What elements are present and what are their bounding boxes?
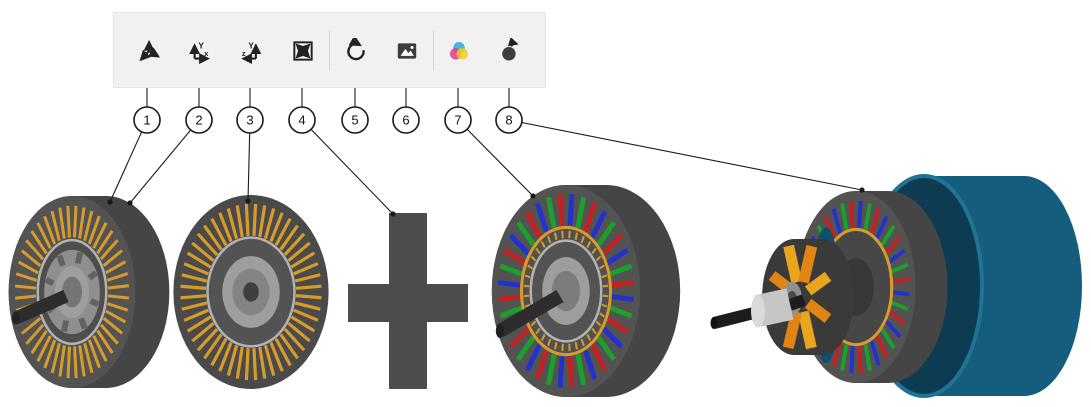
callout-circle xyxy=(288,106,316,134)
callout-circle xyxy=(185,106,213,134)
leader-dot xyxy=(107,199,113,205)
annotation-callout-3: 3 xyxy=(236,106,264,134)
explode-view-button[interactable] xyxy=(492,29,528,73)
callout-number: 5 xyxy=(351,113,358,128)
axes-isometric-icon xyxy=(139,39,161,62)
axis-label-y: Y xyxy=(198,41,204,50)
annotation-callout-8: 8 xyxy=(495,106,523,134)
callout-circle xyxy=(341,106,369,134)
leader-dot xyxy=(859,187,865,193)
callout-number: 7 xyxy=(454,113,461,128)
axes-zy-icon: z Y xyxy=(241,41,262,64)
annotation-callout-4: 4 xyxy=(288,106,316,134)
view-isometric-button[interactable] xyxy=(130,29,166,73)
callout-number: 4 xyxy=(298,113,305,128)
axis-label-z: z xyxy=(242,49,246,58)
leader-dot xyxy=(390,211,396,217)
toolbar-separator xyxy=(433,31,434,71)
annotation-callout-1: 1 xyxy=(133,106,161,134)
annotation-callout-6: 6 xyxy=(392,106,420,134)
callout-circle xyxy=(392,106,420,134)
axes-xy-icon: Y x xyxy=(189,41,210,64)
stator-front-figure xyxy=(173,195,329,389)
leader-line xyxy=(129,119,200,204)
shaft xyxy=(787,294,807,311)
annotation-callout-5: 5 xyxy=(341,106,369,134)
toolbar-separator xyxy=(329,31,330,71)
annotation-callout-2: 2 xyxy=(185,106,213,134)
fit-view-button[interactable] xyxy=(285,29,321,73)
snapshot-button[interactable] xyxy=(389,29,425,73)
rotate-view-button[interactable] xyxy=(338,29,374,73)
rotate-icon xyxy=(347,38,365,61)
view-xy-button[interactable]: Y x xyxy=(182,29,218,73)
callout-number: 2 xyxy=(195,113,202,128)
callout-number: 1 xyxy=(143,113,150,128)
exploded-motor-figure xyxy=(710,174,1082,398)
plus-sign-figure xyxy=(348,213,468,389)
annotation-callout-7: 7 xyxy=(444,106,472,134)
fit-view-icon xyxy=(293,41,313,61)
color-palette-button[interactable] xyxy=(441,29,477,73)
stator-colored-figure xyxy=(491,185,681,397)
leader-line xyxy=(109,119,148,203)
leader-line xyxy=(508,119,863,191)
leader-dot xyxy=(530,193,536,199)
leader-dot xyxy=(245,198,251,204)
axis-label-y2: Y xyxy=(248,41,254,50)
leader-line xyxy=(301,119,394,215)
stator-isometric-figure xyxy=(8,196,170,388)
callout-number: 6 xyxy=(402,113,409,128)
callout-circle xyxy=(495,106,523,134)
explode-icon xyxy=(502,38,519,61)
exploded-rotor xyxy=(762,239,854,355)
callout-number: 8 xyxy=(505,113,512,128)
callout-circle xyxy=(444,106,472,134)
axis-label-x: x xyxy=(204,49,209,58)
shaft xyxy=(13,290,69,324)
callout-circle xyxy=(133,106,161,134)
callout-number: 3 xyxy=(246,113,253,128)
palette-icon xyxy=(450,42,468,60)
callout-circle xyxy=(236,106,264,134)
leader-dot xyxy=(127,200,133,206)
view-zy-button[interactable]: z Y xyxy=(233,29,269,73)
shaft xyxy=(496,289,564,338)
leader-line xyxy=(457,119,534,197)
viewer-toolbar: Y x z Y xyxy=(113,12,546,88)
image-icon xyxy=(397,43,417,59)
